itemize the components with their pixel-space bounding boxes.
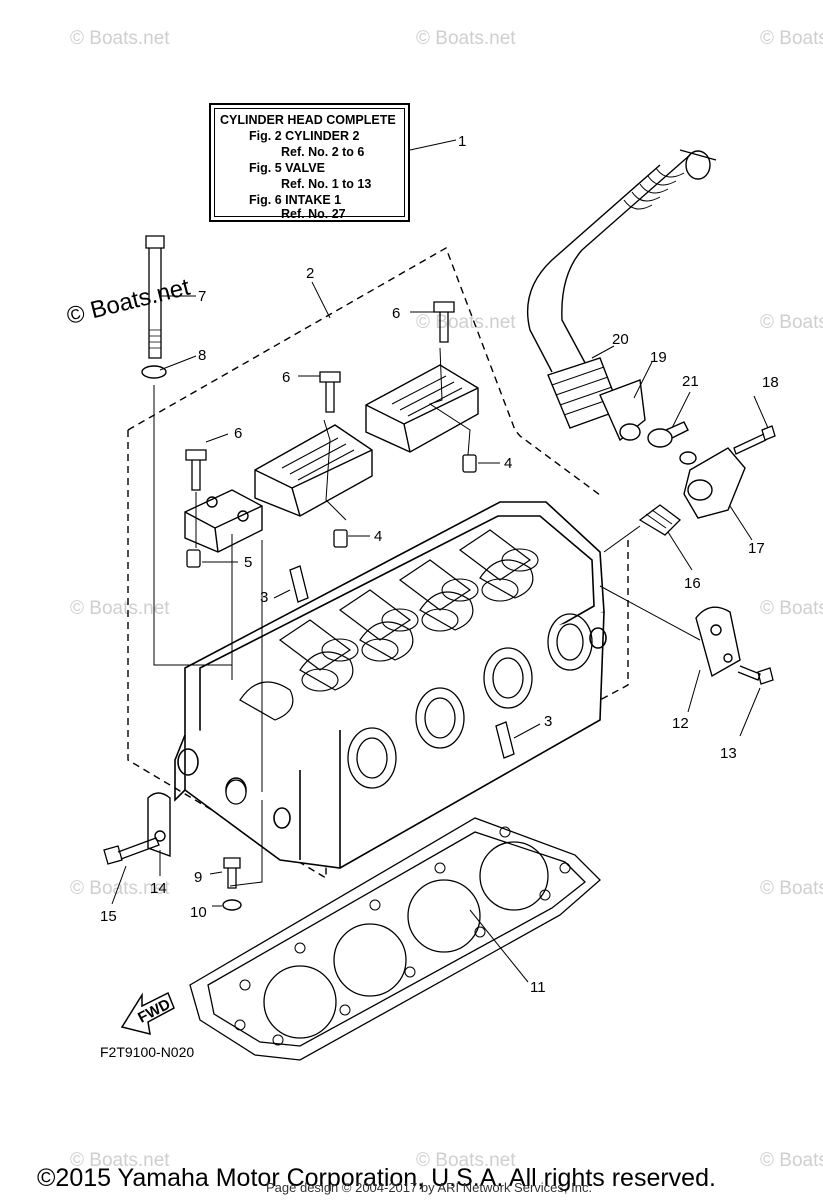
watermark: © Boats.net	[760, 28, 823, 49]
watermark: © Boats.net	[416, 312, 516, 333]
fwd-arrow-icon	[120, 991, 175, 1036]
callout-16: 16	[684, 575, 701, 592]
long-bolt	[145, 235, 165, 359]
reference-line: Ref. No. 1 to 13	[281, 177, 372, 191]
callout-3: 3	[544, 713, 552, 730]
callout-9: 9	[194, 869, 202, 886]
callout-5: 5	[244, 554, 252, 571]
watermark: © Boats.net	[70, 1150, 170, 1171]
thermostat-housing-17	[679, 447, 746, 519]
spacer	[225, 779, 247, 805]
bracket-14	[147, 792, 171, 857]
sensor-16	[638, 504, 681, 536]
callout-14: 14	[150, 880, 167, 897]
cam-cap-middle	[254, 424, 373, 517]
callout-3: 3	[260, 589, 268, 606]
washer-10	[222, 899, 242, 911]
cam-cap-left	[184, 489, 263, 553]
cover-plate-12	[695, 606, 741, 678]
watermark: © Boats.net	[70, 878, 170, 899]
reference-line: Ref. No. 27	[281, 207, 346, 221]
callout-18: 18	[762, 374, 779, 391]
callout-19: 19	[650, 349, 667, 366]
cap-bolt	[185, 301, 455, 491]
watermark: © Boats.net	[70, 28, 170, 49]
leader-lines	[111, 139, 769, 983]
reference-line: Fig. 6 INTAKE 1	[249, 193, 342, 207]
watermark: © Boats.net	[70, 598, 170, 619]
callout-21: 21	[682, 373, 699, 390]
bolt-9	[223, 857, 241, 889]
dowel-pin	[186, 454, 477, 568]
valve-guide	[289, 565, 515, 759]
callout-17: 17	[748, 540, 765, 557]
cylinder-head	[174, 501, 607, 869]
callout-6: 6	[282, 369, 290, 386]
callout-4: 4	[374, 528, 382, 545]
callout-2: 2	[306, 265, 314, 282]
callout-6: 6	[234, 425, 242, 442]
copyright-notice: ©2015 Yamaha Motor Corporation, U.S.A. A…	[37, 1164, 716, 1192]
callout-1: 1	[458, 133, 466, 150]
callout-6: 6	[392, 305, 400, 322]
callout-20: 20	[612, 331, 629, 348]
watermark: © Boats.net	[760, 878, 823, 899]
callout-7: 7	[198, 288, 206, 305]
callout-11: 11	[530, 979, 546, 996]
watermark: © Boats.net	[416, 28, 516, 49]
watermark: © Boats.net	[760, 1150, 823, 1171]
cam-cap-right	[365, 364, 479, 453]
watermark: © Boats.net	[416, 1150, 516, 1171]
reference-line: Ref. No. 2 to 6	[281, 145, 365, 159]
callout-15: 15	[100, 908, 117, 925]
diagram-code: F2T9100-N020	[100, 1044, 195, 1060]
reference-line: Fig. 2 CYLINDER 2	[249, 129, 360, 143]
hose-19	[599, 379, 646, 442]
callout-4: 4	[504, 455, 512, 472]
reference-line: Fig. 5 VALVE	[249, 161, 325, 175]
reference-box: CYLINDER HEAD COMPLETE Fig. 2 CYLINDER 2…	[209, 103, 410, 222]
callout-10: 10	[190, 904, 207, 921]
reference-box-title: CYLINDER HEAD COMPLETE	[220, 113, 396, 127]
bolt-15	[103, 837, 160, 865]
breather-hose	[526, 149, 717, 373]
watermark: © Boats.net	[760, 312, 823, 333]
callout-13: 13	[720, 745, 737, 762]
clamp-21	[647, 421, 689, 448]
callout-8: 8	[198, 347, 206, 364]
page-design-credit: Page design © 2004-2017 by ARI Network S…	[266, 1180, 593, 1195]
washer	[141, 365, 167, 379]
callout-12: 12	[672, 715, 689, 732]
bolt-13	[737, 665, 774, 685]
watermark: © Boats.net	[760, 598, 823, 619]
bolt-18	[733, 425, 776, 455]
head-gasket	[189, 817, 601, 1061]
